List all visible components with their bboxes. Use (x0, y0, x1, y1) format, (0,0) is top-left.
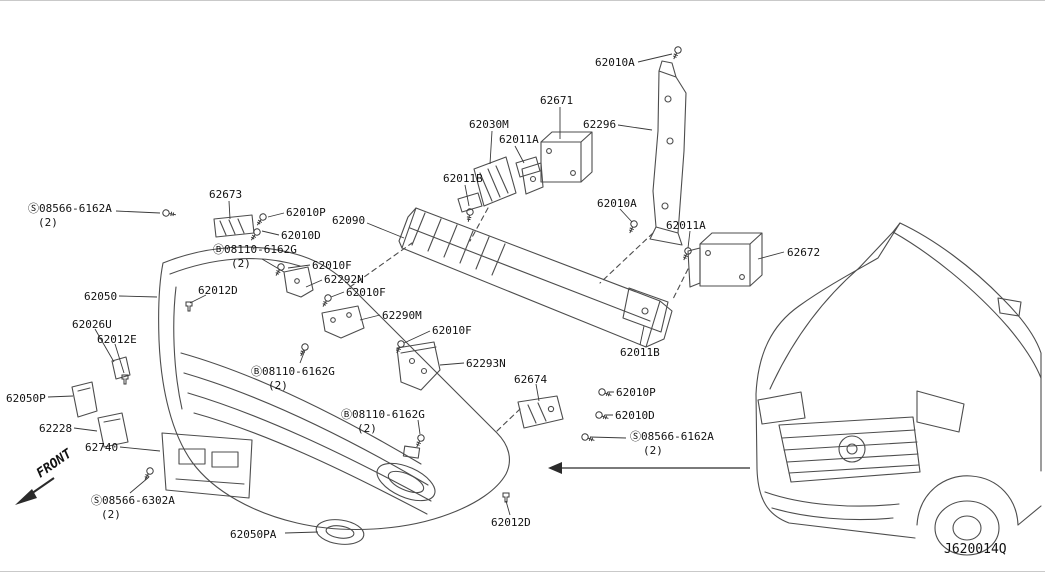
part-label: 62012D (491, 516, 531, 529)
part-label: 62030M (469, 118, 509, 131)
part-label: 62228 (39, 422, 73, 435)
part-label: 62011B (620, 346, 660, 359)
part-label: 62090 (332, 214, 366, 227)
part-label: 62296 (583, 118, 617, 131)
part-label: 62010A (597, 197, 637, 210)
part-label: 62050PA (230, 528, 277, 541)
part-label: 62740 (85, 441, 119, 454)
bracket-62293n (396, 341, 441, 391)
qty-label: (2) (231, 257, 251, 270)
part-label: 62010P (616, 386, 656, 399)
bracket-62292n (283, 266, 314, 298)
part-label: 62012D (198, 284, 238, 297)
front-direction-arrow (15, 477, 55, 505)
bracket-62026u (111, 356, 131, 380)
bracket-62228 (97, 412, 129, 448)
vehicle-outline (755, 222, 1042, 556)
qty-label: (2) (268, 379, 288, 392)
part-label: 62010A (595, 56, 635, 69)
bracket-62011a-left (515, 156, 541, 178)
bracket-62030m (473, 156, 517, 207)
bracket-62674 (517, 395, 564, 429)
part-label: 62010P (286, 206, 326, 219)
part-label: 62011A (499, 133, 539, 146)
sensor-unit-left (521, 131, 593, 195)
part-label: 62010F (346, 286, 386, 299)
part-label: 62673 (209, 188, 243, 201)
part-label: 62010D (281, 229, 321, 242)
radiator-support-stay (649, 60, 687, 246)
fog-finisher (315, 519, 365, 545)
part-label: 62293N (466, 357, 506, 370)
qty-label: (2) (357, 422, 377, 435)
leader-lines (47, 53, 785, 534)
part-label: 62292N (324, 273, 364, 286)
part-label: Ⓢ08566-6162A (28, 202, 112, 215)
bracket-62673 (213, 214, 255, 238)
fasteners (121, 45, 693, 503)
diagram-code: J620014Q (944, 542, 1007, 557)
part-label: Ⓢ08566-6162A (630, 430, 714, 443)
part-label: 62011A (666, 219, 706, 232)
part-label: 62671 (540, 94, 574, 107)
part-label: 62011B (443, 172, 483, 185)
part-label: Ⓑ08110-6162G (213, 243, 297, 256)
bracket-62011b-left (457, 192, 483, 213)
part-label: 62026U (72, 318, 112, 331)
sensor-unit-right (687, 232, 763, 288)
part-label: Ⓑ08110-6162G (341, 408, 425, 421)
qty-label: (2) (38, 216, 58, 229)
part-label: 62672 (787, 246, 821, 259)
assembly-direction-arrow (548, 462, 750, 474)
license-bracket (161, 432, 253, 499)
qty-label: (2) (101, 508, 121, 521)
part-label: 62012E (97, 333, 137, 346)
part-label: Ⓑ08110-6162G (251, 365, 335, 378)
part-label: 62674 (514, 373, 548, 386)
part-label: 62290M (382, 309, 422, 322)
bracket-62050p (71, 381, 98, 418)
part-label: 62010F (432, 324, 472, 337)
part-label: 62050 (84, 290, 118, 303)
part-label: Ⓢ08566-6302A (91, 494, 175, 507)
qty-label: (2) (643, 444, 663, 457)
part-label: 62050P (6, 392, 46, 405)
bumper-reinforcement (398, 207, 673, 348)
part-label: 62010D (615, 409, 655, 422)
bumper-fascia (158, 246, 510, 531)
bracket-62290m (321, 305, 365, 339)
part-label: 62010F (312, 259, 352, 272)
bracket-62011b-right (622, 287, 669, 333)
